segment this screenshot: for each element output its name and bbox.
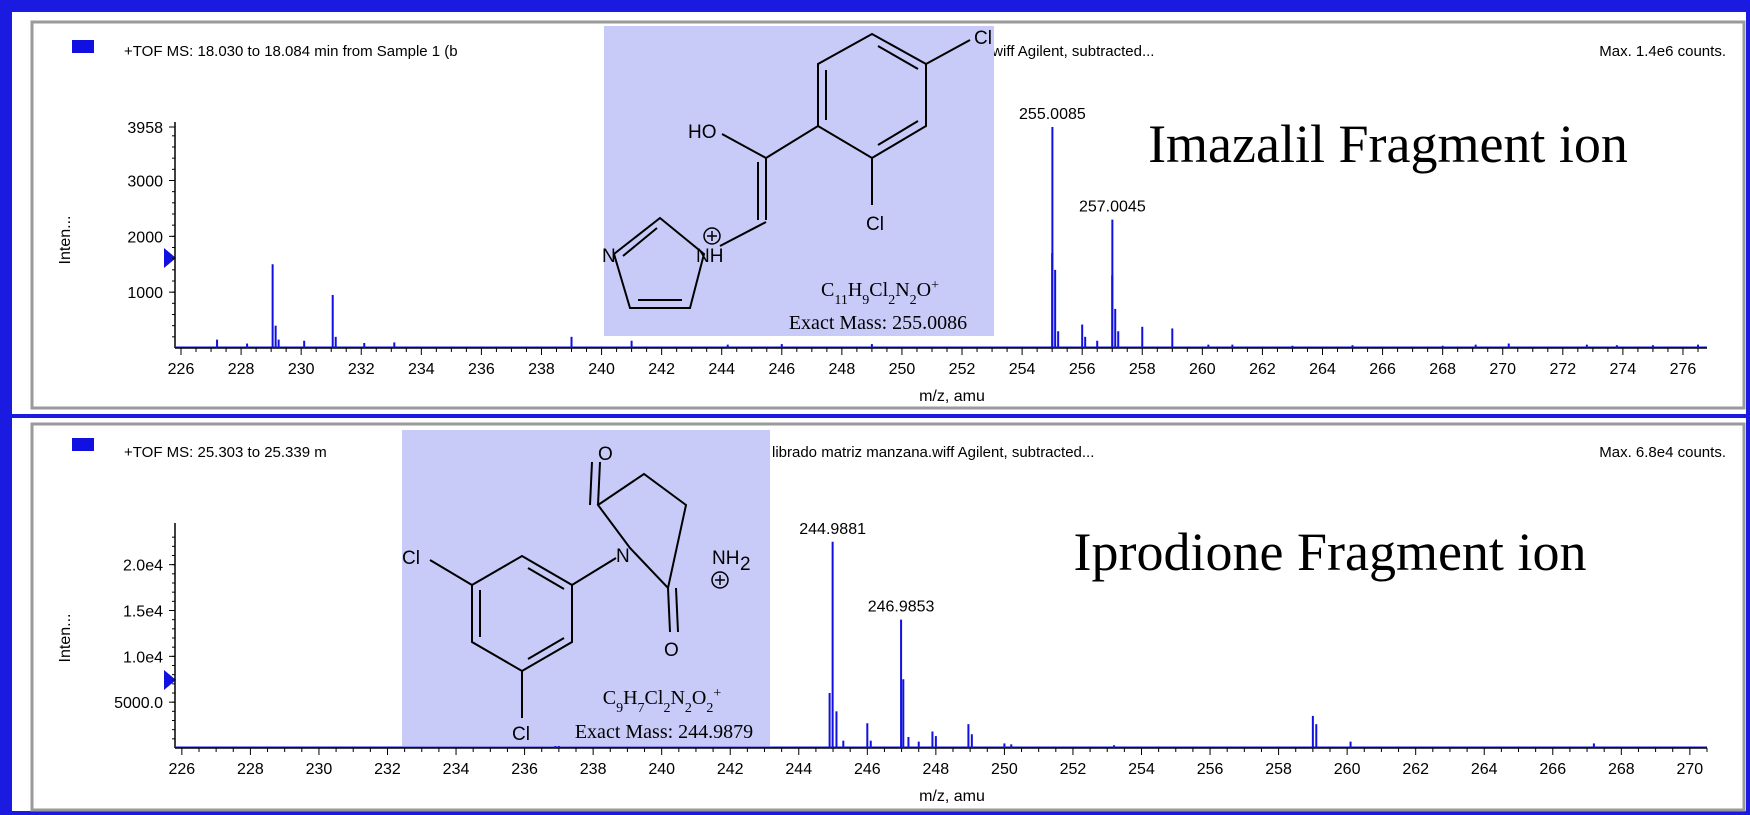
x-tick-label: 250	[991, 761, 1018, 778]
x-tick-label: 254	[1128, 761, 1155, 778]
panel-1-max-counts: Max. 1.4e6 counts.	[1599, 43, 1726, 60]
panel-2-header: +TOF MS: 25.303 to 25.339 m	[124, 444, 327, 461]
x-tick-label: 266	[1539, 761, 1566, 778]
x-tick-label: 264	[1309, 361, 1336, 378]
x-tick-label: 230	[306, 761, 333, 778]
x-tick-label: 240	[588, 361, 615, 378]
panel-2-background	[30, 422, 1746, 812]
iprodione-nh2-plus: NH	[712, 548, 739, 569]
imazalil-fragment-title: Imazalil Fragment ion	[1148, 114, 1628, 174]
x-tick-label: 236	[511, 761, 538, 778]
x-tick-label: 258	[1129, 361, 1156, 378]
panel-2-spectrum: 226 228 230 232 234 236 238 240 242 244 246 248 250 2…	[114, 521, 1708, 778]
panel-2-color-swatch[interactable]	[72, 438, 94, 451]
x-tick-label: 264	[1471, 761, 1498, 778]
x-tick-label: 234	[443, 761, 470, 778]
x-tick-label: 232	[348, 361, 375, 378]
iprodione-structure: O O N NH 2 Cl Cl	[402, 444, 751, 745]
x-tick-label: 228	[228, 361, 255, 378]
x-tick-label: 268	[1608, 761, 1635, 778]
x-tick-label: 272	[1549, 361, 1576, 378]
x-tick-label: 250	[889, 361, 916, 378]
iprodione-structure-box	[402, 430, 770, 746]
x-tick-label: 254	[1009, 361, 1036, 378]
panel-1-color-swatch[interactable]	[72, 40, 94, 53]
panel-2-y-scroll-marker[interactable]	[164, 670, 176, 690]
x-tick-label: 234	[408, 361, 435, 378]
imazalil-exact-mass: Exact Mass: 255.0086	[789, 312, 967, 334]
x-tick-label: 252	[1060, 761, 1087, 778]
x-tick-label: 262	[1249, 361, 1276, 378]
iprodione-cl-left: Cl	[402, 548, 420, 569]
x-tick-label: 226	[168, 361, 195, 378]
x-tick-label: 232	[374, 761, 401, 778]
imazalil-nh-plus: NH	[696, 246, 723, 267]
x-tick-label: 242	[717, 761, 744, 778]
x-tick-label: 240	[648, 761, 675, 778]
panel-2-max-counts: Max. 6.8e4 counts.	[1599, 444, 1726, 461]
panel-1-header-tail: .wiff Agilent, subtracted...	[988, 43, 1154, 60]
x-tick-label: 246	[768, 361, 795, 378]
peak-label: 257.0045	[1079, 199, 1146, 216]
y-tick-label: 2000	[127, 229, 163, 246]
panel-1-header: +TOF MS: 18.030 to 18.084 min from Sampl…	[124, 43, 458, 60]
panel-1-spectrum: 226 228 230 232 234 236 238 240 242 244 246 248 250 2…	[127, 106, 1707, 378]
y-tick-label: 5000.0	[114, 695, 163, 712]
x-tick-label: 228	[237, 761, 264, 778]
iprodione-o-top: O	[598, 444, 613, 465]
imazalil-n: N	[602, 246, 616, 267]
iprodione-n: N	[616, 546, 630, 567]
x-tick-label: 248	[923, 761, 950, 778]
imazalil-structure-box	[604, 26, 994, 336]
x-tick-label: 268	[1429, 361, 1456, 378]
x-tick-label: 236	[468, 361, 495, 378]
y-tick-label: 3958	[127, 120, 163, 137]
x-tick-label: 266	[1369, 361, 1396, 378]
panel-1-y-scroll-marker[interactable]	[164, 248, 176, 268]
iprodione-cl-bottom: Cl	[512, 724, 530, 745]
x-tick-label: 274	[1610, 361, 1637, 378]
y-tick-label: 1.5e4	[123, 604, 163, 621]
x-tick-label: 248	[829, 361, 856, 378]
peak-label: 244.9881	[799, 521, 866, 538]
panel-2-x-axis-label: m/z, amu	[919, 788, 985, 805]
x-tick-label: 230	[288, 361, 315, 378]
x-tick-label: 244	[708, 361, 735, 378]
y-tick-label: 1.0e4	[123, 649, 163, 666]
imazalil-cl-top: Cl	[974, 28, 992, 49]
x-tick-label: 256	[1069, 361, 1096, 378]
x-tick-label: 270	[1677, 761, 1704, 778]
peak-label: 255.0085	[1019, 106, 1086, 123]
x-tick-label: 260	[1334, 761, 1361, 778]
panel-1-y-axis-label: Inten...	[57, 216, 74, 265]
x-tick-label: 244	[785, 761, 812, 778]
x-tick-label: 270	[1489, 361, 1516, 378]
x-tick-label: 276	[1670, 361, 1697, 378]
x-tick-label: 262	[1402, 761, 1429, 778]
iprodione-exact-mass: Exact Mass: 244.9879	[575, 721, 753, 743]
x-tick-label: 256	[1197, 761, 1224, 778]
x-tick-label: 238	[580, 761, 607, 778]
peak-label: 246.9853	[868, 599, 935, 616]
x-tick-label: 246	[854, 761, 881, 778]
x-tick-label: 252	[949, 361, 976, 378]
y-tick-label: 3000	[127, 173, 163, 190]
y-tick-label: 1000	[127, 285, 163, 302]
x-tick-label: 238	[528, 361, 555, 378]
svg-text:2: 2	[740, 554, 751, 575]
panel-2-header-tail: librado matriz manzana.wiff Agilent, sub…	[772, 444, 1094, 461]
x-tick-label: 260	[1189, 361, 1216, 378]
panel-2-y-axis-label: Inten...	[57, 614, 74, 663]
imazalil-hydroxyl: HO	[688, 122, 717, 143]
x-tick-label: 226	[169, 761, 196, 778]
panel-1-x-axis-label: m/z, amu	[919, 388, 985, 405]
y-tick-label: 2.0e4	[123, 558, 163, 575]
x-tick-label: 258	[1265, 761, 1292, 778]
iprodione-fragment-title: Iprodione Fragment ion	[1074, 522, 1587, 582]
imazalil-structure: Cl Cl HO N NH	[602, 28, 992, 309]
x-tick-label: 242	[648, 361, 675, 378]
imazalil-cl-ortho: Cl	[866, 214, 884, 235]
iprodione-o-bottom: O	[664, 640, 679, 661]
